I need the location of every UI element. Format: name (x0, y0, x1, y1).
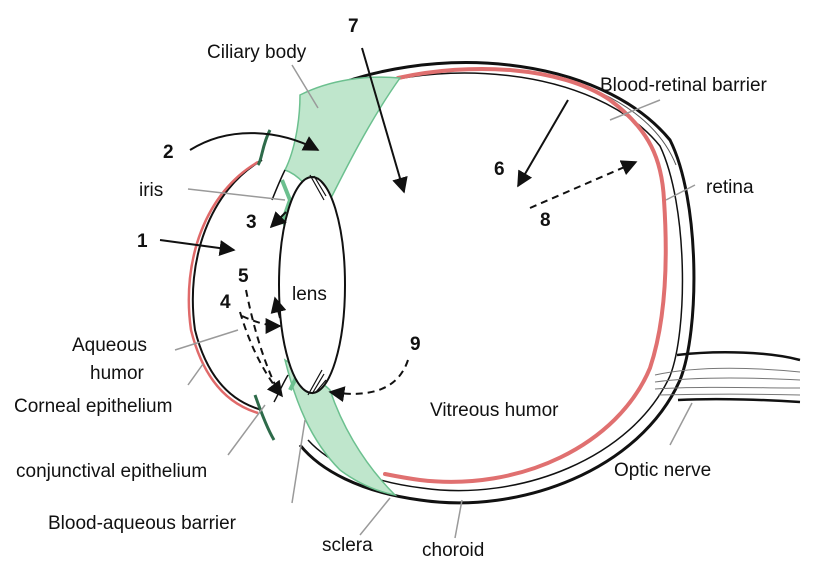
number-1: 1 (137, 231, 148, 252)
leader-optic-nerve (670, 403, 692, 445)
label-retina: retina (706, 177, 754, 198)
leader-sclera (360, 498, 390, 535)
leader-iris (188, 189, 285, 200)
corneal-epithelium-red (189, 162, 258, 413)
arrow-4b (242, 316, 280, 326)
leader-corneal (188, 364, 203, 385)
number-6: 6 (494, 159, 505, 180)
number-7: 7 (348, 16, 359, 37)
cornea (189, 160, 262, 413)
label-blood-aqueous-barrier: Blood-aqueous barrier (48, 513, 237, 534)
label-lens: lens (292, 284, 327, 305)
label-blood-retinal-barrier: Blood-retinal barrier (600, 75, 768, 96)
label-conjunctival-epithelium: conjunctival epithelium (16, 461, 207, 482)
number-2: 2 (163, 142, 174, 163)
number-8: 8 (540, 210, 551, 231)
label-optic-nerve: Optic nerve (614, 460, 711, 481)
number-9: 9 (410, 334, 421, 355)
label-vitreous-humor: Vitreous humor (430, 400, 559, 421)
arrow-5 (246, 290, 280, 395)
arrow-4 (240, 312, 282, 396)
retina-band-bottom (385, 200, 666, 482)
leader-retina (666, 185, 695, 200)
leader-conjunctival (228, 405, 265, 455)
conjunctiva (255, 130, 274, 440)
number-3: 3 (246, 212, 257, 233)
arrow-8 (530, 162, 636, 208)
label-corneal-epithelium: Corneal epithelium (14, 396, 172, 417)
number-5: 5 (238, 266, 249, 287)
label-iris: iris (139, 180, 163, 201)
label-sclera: sclera (322, 535, 373, 556)
arrow-6 (518, 100, 568, 186)
label-aqueous-humor-1: Aqueous (72, 335, 147, 356)
arrow-9 (330, 360, 408, 394)
number-4: 4 (220, 292, 231, 313)
optic-nerve-shape (655, 352, 800, 402)
label-choroid: choroid (422, 540, 484, 561)
label-ciliary-body: Ciliary body (207, 42, 307, 63)
leader-blood-aqueous (292, 420, 305, 503)
leader-choroid (455, 500, 462, 538)
label-aqueous-humor-2: humor (90, 363, 145, 384)
leader-aqueous (175, 330, 238, 350)
